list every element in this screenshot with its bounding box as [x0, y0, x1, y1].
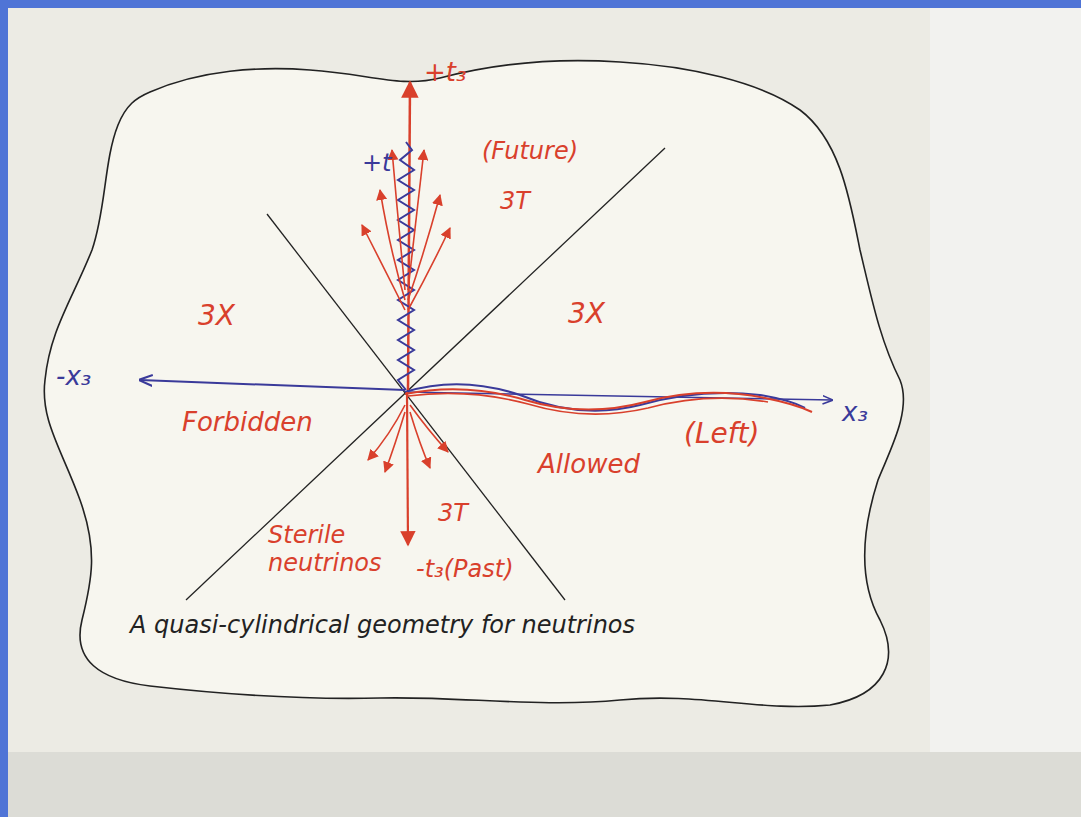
axis-label: +t [362, 150, 392, 178]
paper-edge [930, 8, 1081, 817]
caption: A quasi-cylindrical geometry for neutrin… [130, 612, 635, 640]
region-label: 3T [438, 500, 468, 528]
axis-label: -t₃(Past) [416, 556, 514, 584]
minus-t3-axis [407, 392, 408, 545]
past-rays [368, 405, 448, 472]
light-cone-line [267, 214, 565, 600]
axis-label: -x₃ [56, 362, 91, 392]
axis-label: +t₃ [424, 58, 466, 88]
blue-wave [405, 384, 805, 410]
table-strip [8, 752, 1081, 817]
region-note: Forbidden [182, 408, 313, 438]
region-label: 3T [500, 188, 530, 216]
red-wave [408, 393, 768, 414]
t3-axis [408, 82, 410, 390]
blob-outline [44, 61, 903, 707]
future-rays [362, 150, 450, 310]
red-wave [405, 389, 812, 412]
region-label: 3X [198, 300, 235, 332]
minus-x-axis [140, 380, 405, 390]
paper [8, 8, 1081, 817]
light-cone-line [186, 148, 665, 600]
blue-squiggle [398, 142, 414, 390]
sterile-note: Sterile neutrinos [268, 522, 378, 577]
direction-note: (Left) [684, 418, 760, 450]
axis-label: x₃ [842, 398, 868, 428]
region-note: Allowed [538, 450, 640, 480]
region-label: 3X [568, 298, 605, 330]
region-note: (Future) [482, 138, 578, 166]
